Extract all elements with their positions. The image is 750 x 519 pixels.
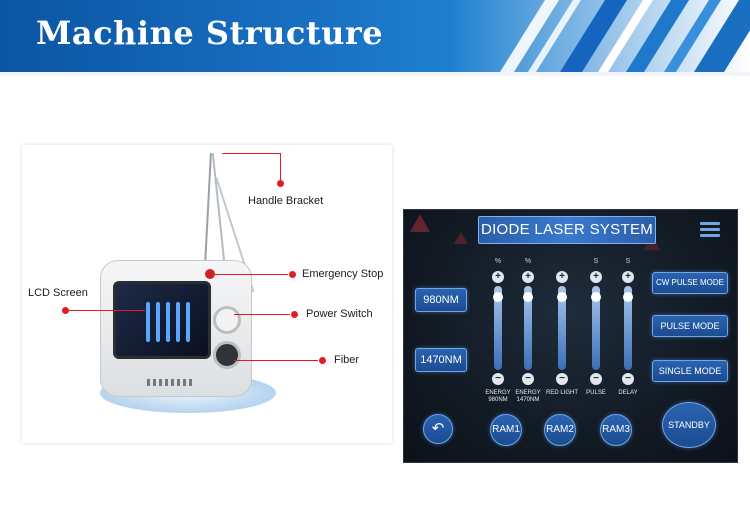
screen-slider (166, 302, 170, 342)
minus-icon[interactable]: − (590, 373, 602, 385)
pulse-mode-button[interactable]: PULSE MODE (652, 315, 728, 337)
callout-line (234, 314, 290, 315)
control-panel-screen: DIODE LASER SYSTEM 980NM 1470NM % + − EN… (403, 209, 738, 463)
header-banner: Machine Structure (0, 0, 750, 72)
callout-line (222, 153, 280, 154)
decorative-triangle (454, 232, 468, 244)
plus-icon[interactable]: + (492, 271, 504, 283)
callout-line (280, 153, 281, 181)
slider-energy-980nm[interactable]: % + − ENERGY 980NM (485, 258, 510, 403)
vent-slot (177, 379, 180, 386)
slider-red-light[interactable]: + − RED LIGHT (546, 264, 578, 396)
callout-line (234, 360, 318, 361)
plus-icon[interactable]: + (622, 271, 634, 283)
minus-icon[interactable]: − (492, 373, 504, 385)
slider-handle[interactable] (591, 292, 601, 302)
screen-slider (156, 302, 160, 342)
vent-slot (147, 379, 150, 386)
minus-icon[interactable]: − (622, 373, 634, 385)
cw-pulse-mode-button[interactable]: CW PULSE MODE (652, 272, 728, 294)
ram3-button[interactable]: RAM3 (600, 414, 632, 446)
wavelength-980nm-button[interactable]: 980NM (415, 288, 467, 312)
slider-handle[interactable] (623, 292, 633, 302)
standby-button[interactable]: STANDBY (662, 402, 716, 448)
back-button[interactable]: ↶ (423, 414, 453, 444)
slider-label: ENERGY 980NM (485, 390, 511, 403)
label-fiber: Fiber (334, 354, 360, 366)
vent-slot (153, 379, 156, 386)
power-switch-knob (213, 306, 241, 334)
slider-label: DELAY (618, 390, 638, 396)
panel-title: DIODE LASER SYSTEM (478, 216, 656, 244)
fiber-port (213, 341, 241, 369)
callout-dot (291, 311, 298, 318)
callout-dot (289, 271, 296, 278)
slider-label: RED LIGHT (545, 390, 578, 396)
label-handle-bracket: Handle Bracket (248, 195, 324, 207)
minus-icon[interactable]: − (522, 373, 534, 385)
label-emergency-stop: Emergency Stop (302, 268, 384, 280)
minus-icon[interactable]: − (556, 373, 568, 385)
slider-label: PULSE (586, 390, 606, 396)
wavelength-1470nm-button[interactable]: 1470NM (415, 348, 467, 372)
slider-track[interactable] (592, 286, 600, 370)
decorative-triangle (410, 214, 430, 232)
slider-delay[interactable]: S + − DELAY (616, 258, 640, 396)
slider-track[interactable] (494, 286, 502, 370)
callout-dot (319, 357, 326, 364)
slider-energy-1470nm[interactable]: % + − ENERGY 1470NM (515, 258, 540, 403)
vent-slot (171, 379, 174, 386)
ram1-button[interactable]: RAM1 (490, 414, 522, 446)
screen-slider (186, 302, 190, 342)
callout-dot (62, 307, 69, 314)
vent-slot (165, 379, 168, 386)
handle-bracket-rod (204, 153, 212, 265)
laser-machine-body (100, 260, 252, 397)
single-mode-button[interactable]: SINGLE MODE (652, 360, 728, 382)
emergency-stop-button (205, 269, 215, 279)
slider-unit: % (524, 258, 532, 265)
machine-photo: Handle Bracket Emergency Stop LCD Screen… (22, 145, 392, 443)
screen-slider (146, 302, 150, 342)
slider-unit: % (494, 258, 502, 265)
vent-slot (159, 379, 162, 386)
slider-label: ENERGY 1470NM (515, 390, 541, 403)
label-power-switch: Power Switch (306, 308, 373, 320)
vent-slot (183, 379, 186, 386)
callout-line (69, 310, 145, 311)
banner-shadow (0, 72, 750, 76)
lcd-screen (113, 281, 211, 359)
callout-line (214, 274, 288, 275)
slider-handle[interactable] (523, 292, 533, 302)
menu-icon[interactable] (700, 222, 720, 238)
slider-track[interactable] (524, 286, 532, 370)
slider-unit: S (593, 258, 599, 265)
slider-track[interactable] (624, 286, 632, 370)
plus-icon[interactable]: + (590, 271, 602, 283)
callout-dot (277, 180, 284, 187)
vent-slot (189, 379, 192, 386)
screen-slider (176, 302, 180, 342)
slider-pulse[interactable]: S + − PULSE (584, 258, 608, 396)
slider-handle[interactable] (493, 292, 503, 302)
ram2-button[interactable]: RAM2 (544, 414, 576, 446)
plus-icon[interactable]: + (522, 271, 534, 283)
plus-icon[interactable]: + (556, 271, 568, 283)
slider-track[interactable] (558, 286, 566, 370)
page-title: Machine Structure (36, 14, 384, 52)
fiber-cable (211, 153, 227, 271)
label-lcd-screen: LCD Screen (28, 287, 88, 299)
slider-unit: S (625, 258, 631, 265)
slider-handle[interactable] (557, 292, 567, 302)
